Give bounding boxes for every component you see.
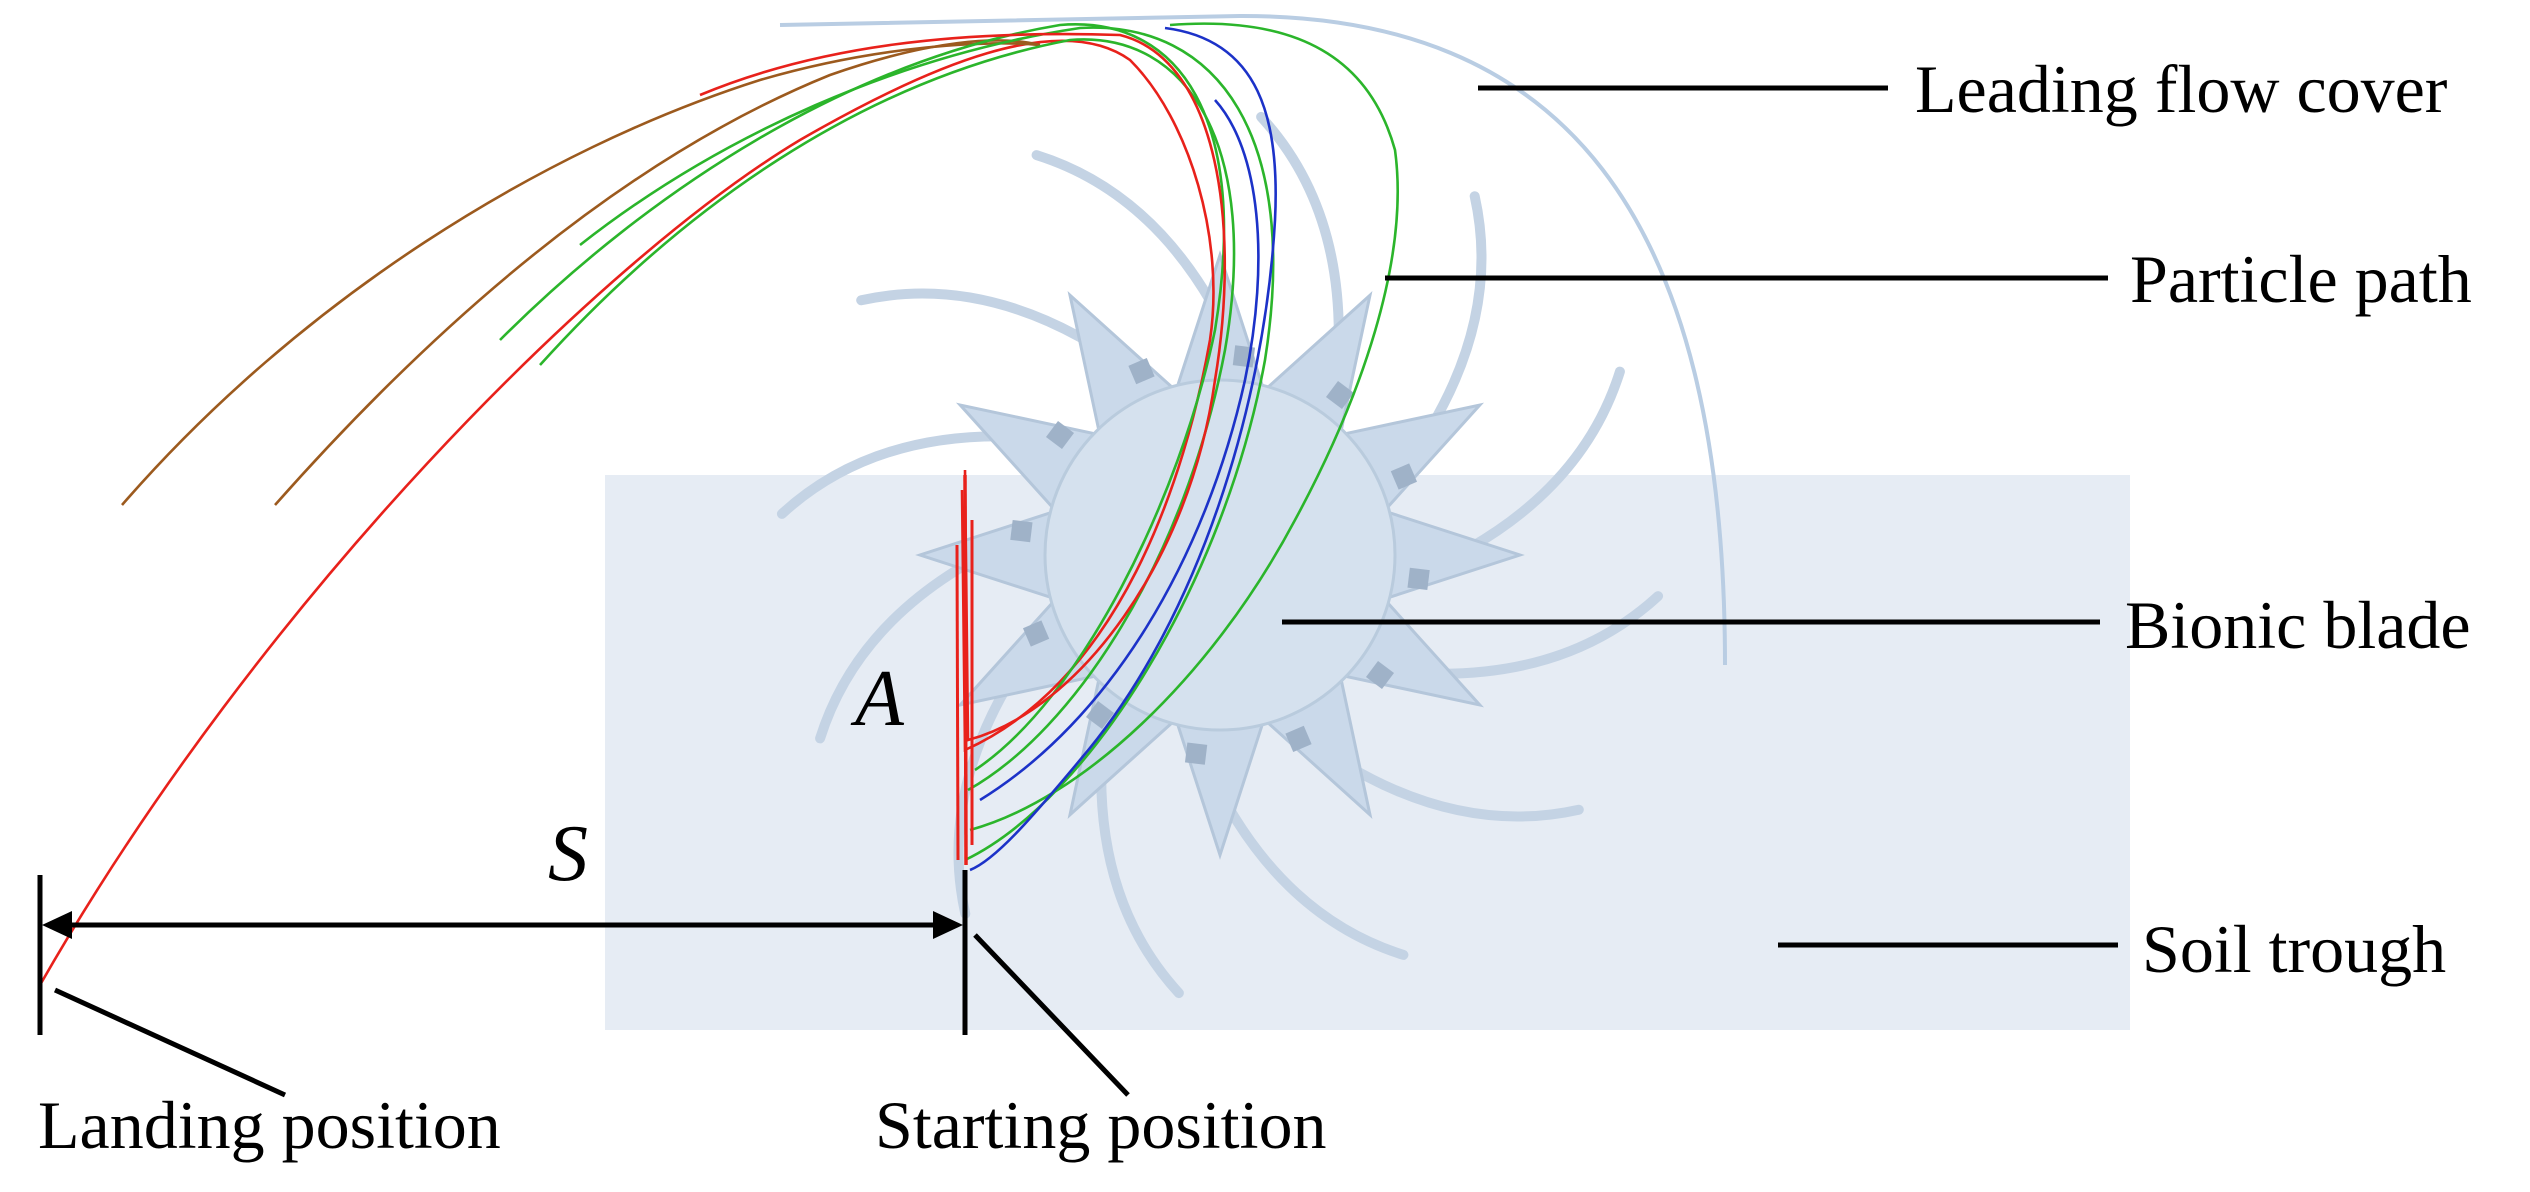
leader-landing-position [53,987,287,1098]
label-distance-s: S [548,810,588,898]
blade-slot [1407,567,1430,591]
label-point-a: A [850,655,905,743]
leader-starting-position [973,933,1130,1097]
label-leading-flow-cover: Leading flow cover [1915,51,2448,127]
particle-path-green-2 [539,38,1236,792]
particle-path-red-2 [699,32,1227,742]
label-landing-position: Landing position [38,1087,501,1163]
arrowhead-right [933,911,963,939]
blade-slot [1365,660,1395,690]
particle-path-green-4 [969,22,1399,832]
particle-path-blue-1 [969,26,1277,872]
blade-slot [1325,380,1355,410]
label-bionic-blade: Bionic blade [2125,587,2471,663]
distance-s-dimension [37,870,968,1035]
particle-path-blue-2 [979,99,1260,802]
bionic-blade [776,111,1664,999]
particle-path-red-vertical-2 [955,544,960,861]
label-particle-path: Particle path [2130,241,2472,317]
particle-path-red-vertical-1 [963,474,968,866]
label-starting-position: Starting position [875,1087,1326,1163]
particle-path-brown-2 [274,39,1041,506]
blade-slot [1085,700,1115,730]
label-soil-trough: Soil trough [2142,911,2446,987]
blade-slot [1022,620,1050,647]
blade-slot [1285,725,1312,753]
blade-slot [1390,463,1418,490]
arrowhead-left [42,911,72,939]
particle-path-green-1 [499,23,1226,772]
blade-slot [1045,420,1075,450]
blade-slot [1010,519,1033,543]
particle-path-brown-1 [121,42,1041,506]
leading-flow-cover [779,13,1727,666]
blade-slot [1184,742,1208,765]
particle-path-green-3 [579,26,1275,862]
blade-slot [1128,357,1155,385]
particle-paths [38,22,1399,986]
